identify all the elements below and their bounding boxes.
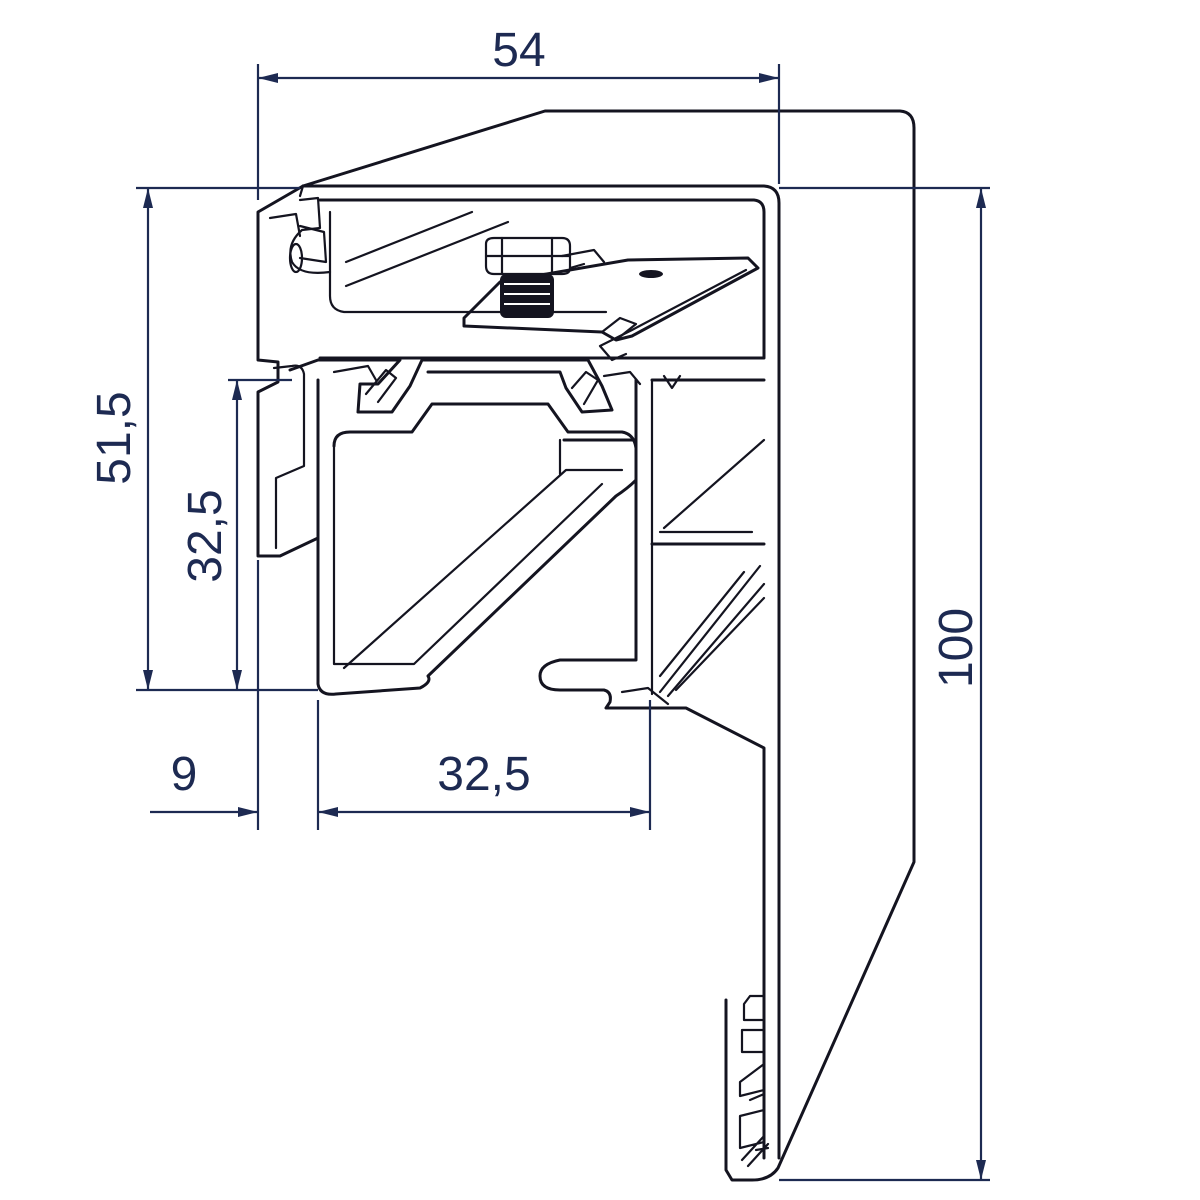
top-chamber bbox=[301, 184, 781, 1160]
dimension-lines bbox=[136, 64, 990, 1182]
bolt-icon bbox=[484, 236, 606, 318]
dim-inner-height: 32,5 bbox=[179, 489, 232, 582]
dim-offset-width: 9 bbox=[171, 748, 198, 801]
dim-channel-width: 32,5 bbox=[437, 748, 530, 801]
clamp-plate bbox=[462, 256, 760, 342]
fascia-bottom-clips bbox=[738, 994, 770, 1168]
cover-fascia bbox=[301, 109, 916, 1182]
dim-total-height: 100 bbox=[930, 608, 983, 688]
dimension-labels: 54 100 51,5 32,5 9 32,5 bbox=[88, 24, 983, 801]
aluminium-profile bbox=[256, 109, 916, 1182]
main-channel bbox=[316, 378, 638, 696]
dim-top-width: 54 bbox=[492, 24, 545, 77]
left-clip bbox=[256, 184, 320, 558]
dim-left-height: 51,5 bbox=[88, 391, 141, 484]
